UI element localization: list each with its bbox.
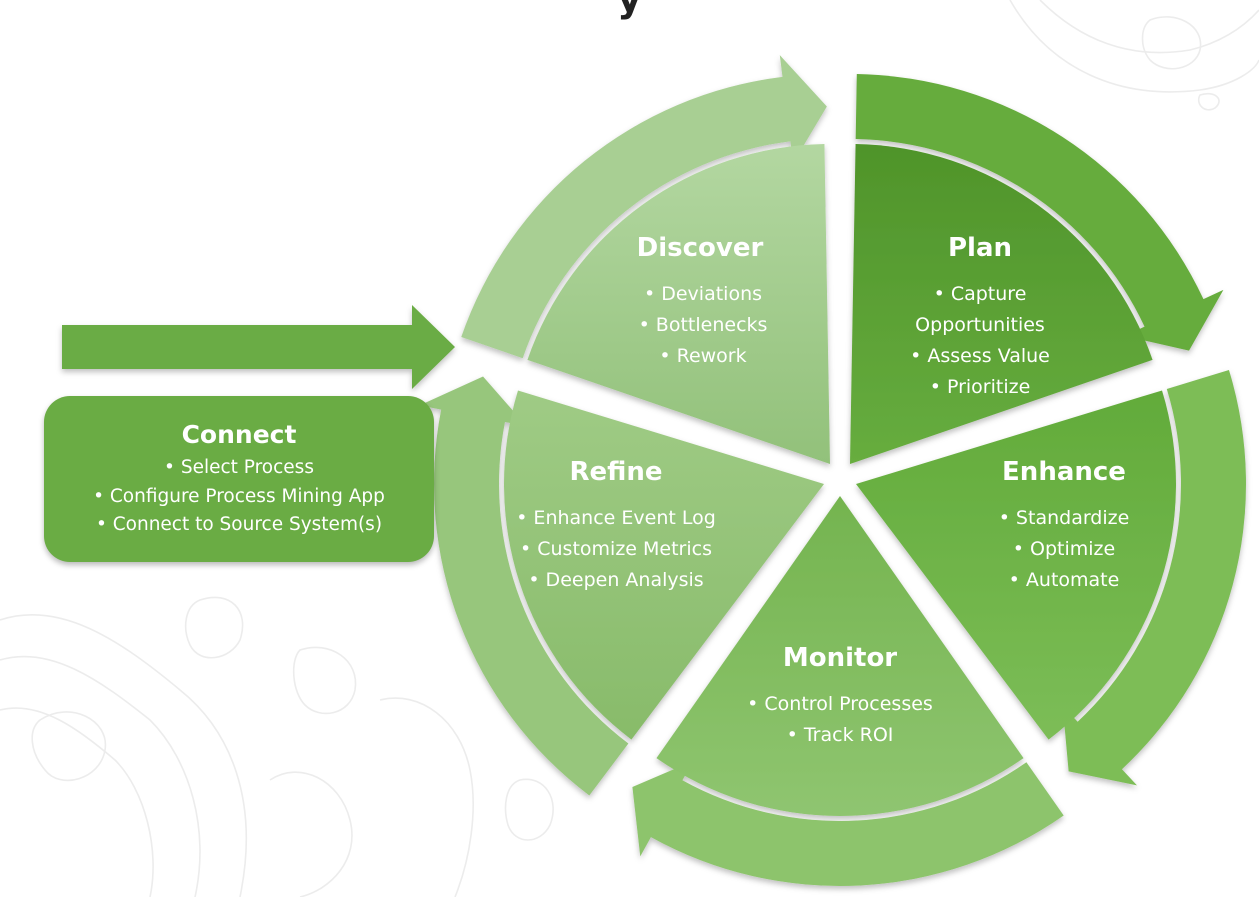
enhance-title: Enhance (1002, 457, 1126, 487)
enhance-bullet: • Automate (1009, 569, 1120, 591)
connect-item: • Select Process (164, 457, 314, 478)
connect-item: • Connect to Source System(s) (95, 514, 383, 535)
monitor-label-group: Monitor • Control Processes • Track ROI (747, 643, 933, 746)
discover-wedge (527, 144, 830, 464)
plan-title: Plan (948, 233, 1012, 263)
plan-bullet: Opportunities (915, 314, 1045, 336)
refine-bullet: • Deepen Analysis (528, 569, 703, 591)
segment-discover (461, 55, 830, 464)
refine-bullet: • Customize Metrics (520, 538, 712, 560)
refine-title: Refine (569, 457, 662, 487)
monitor-bullet: • Track ROI (787, 724, 894, 746)
refine-bullet: • Enhance Event Log (516, 507, 716, 529)
enhance-wedge (856, 390, 1176, 740)
connect-title: Connect (181, 420, 297, 449)
enhance-bullet: • Standardize (999, 507, 1130, 529)
plan-bullet: • Capture (934, 283, 1027, 305)
cycle-wheel: Discover • Deviations • Bottlenecks • Rewor… (419, 55, 1246, 886)
plan-wedge (850, 144, 1153, 464)
entry-arrow (62, 305, 455, 389)
monitor-bullet: • Control Processes (747, 693, 933, 715)
segment-monitor (632, 496, 1064, 886)
discover-bullet: • Rework (659, 345, 746, 367)
discover-bullet: • Bottlenecks (639, 314, 768, 336)
monitor-title: Monitor (783, 643, 897, 673)
title-fragment-text: y (617, 0, 642, 20)
segment-enhance (856, 369, 1246, 786)
plan-bullet: • Assess Value (910, 345, 1050, 367)
segment-refine (419, 376, 824, 796)
discover-bullet: • Deviations (644, 283, 762, 305)
connect-box: Connect • Select Process • Configure Pro… (44, 396, 434, 562)
monitor-wedge (656, 496, 1024, 816)
connect-item: • Configure Process Mining App (93, 485, 385, 507)
plan-bullet: • Prioritize (930, 376, 1031, 398)
segment-plan (850, 74, 1224, 464)
plan-ring-arrow (855, 74, 1224, 351)
refine-label-group: Refine • Enhance Event Log • Customize Met… (516, 457, 716, 591)
refine-wedge (503, 390, 824, 740)
discover-title: Discover (637, 233, 764, 263)
enhance-label-group: Enhance • Standardize • Optimize • Automate (999, 457, 1130, 591)
monitor-ring-arrow (632, 761, 1064, 886)
discover-ring-arrow (461, 55, 827, 359)
discover-label-group: Discover • Deviations • Bottlenecks • Rewor… (637, 233, 768, 367)
enhance-ring-arrow (1062, 369, 1246, 786)
page-title-fragment: y (0, 0, 1259, 20)
refine-ring-arrow (419, 376, 629, 796)
enhance-bullet: • Optimize (1013, 538, 1115, 560)
connect-list: • Select Process • Configure Process Min… (44, 454, 434, 540)
